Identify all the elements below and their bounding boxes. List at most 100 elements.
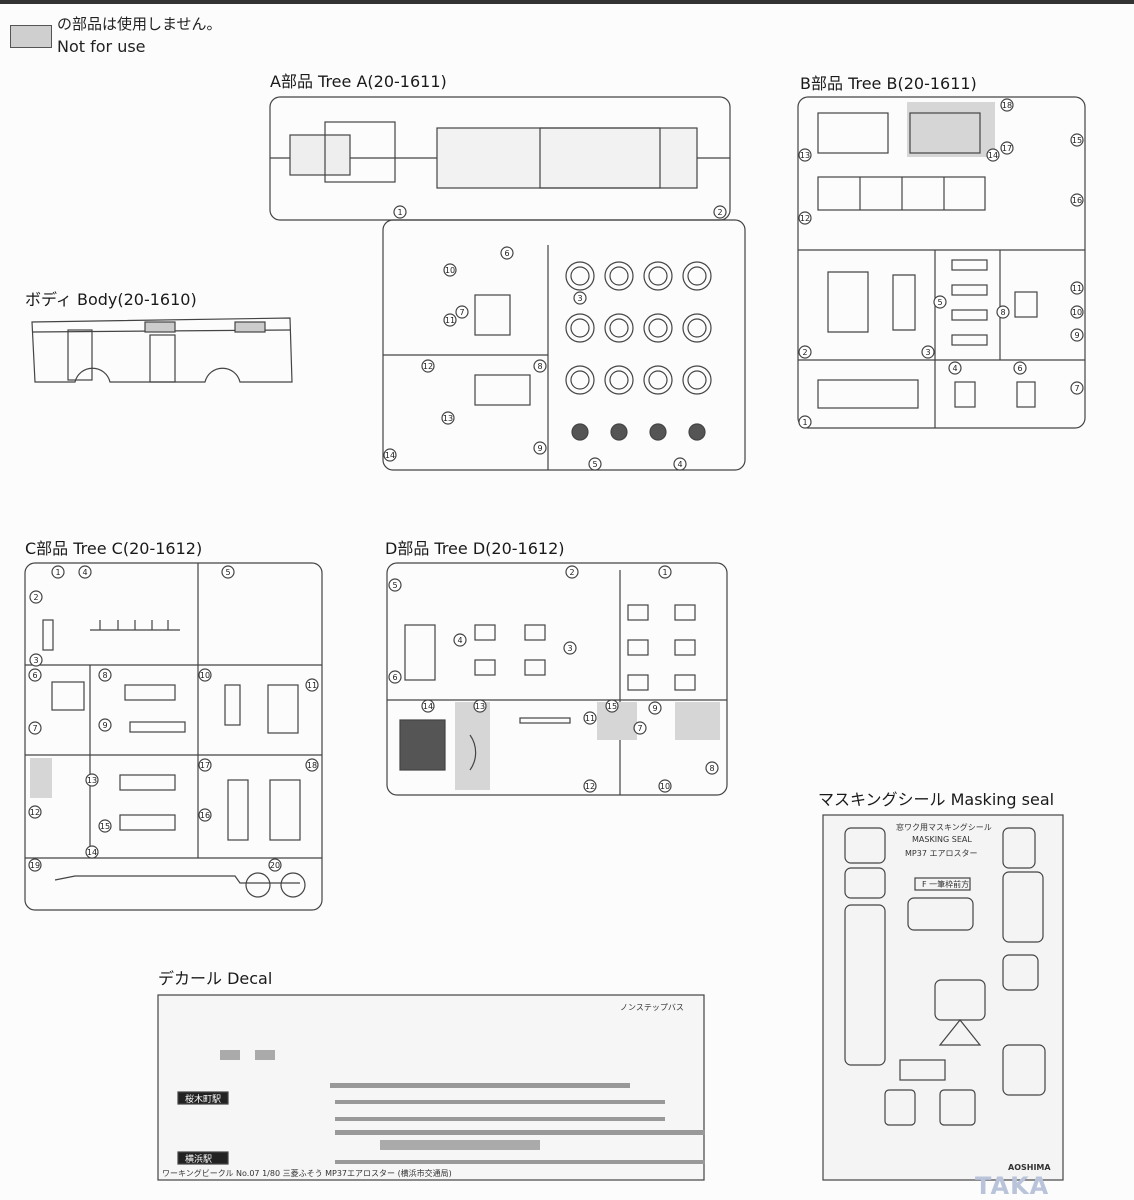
part-number-marker (1070, 381, 1084, 395)
tree-d-part (474, 659, 496, 676)
wheel-rim (609, 266, 629, 286)
part-number-marker (85, 773, 99, 787)
part-number-marker (28, 805, 42, 819)
part-number-marker (268, 858, 282, 872)
part-number-marker (673, 457, 687, 471)
wheel-part (643, 313, 673, 343)
part-number: 10 (200, 671, 210, 680)
part-number-marker (98, 668, 112, 682)
part-number-marker (441, 411, 455, 425)
part-number: 12 (585, 782, 595, 791)
part-number: 4 (457, 636, 462, 645)
wheel-part (565, 261, 595, 291)
part-number: 1 (55, 568, 60, 577)
part-number-marker (455, 305, 469, 319)
part-number: 9 (652, 704, 657, 713)
part-number-markers (28, 98, 1084, 872)
part-number-marker (198, 668, 212, 682)
part-number: 9 (102, 721, 107, 730)
decal-footer: ワーキングビークル No.07 1/80 三菱ふそう MP37エアロスター (横… (162, 1168, 452, 1178)
part-number-marker (1000, 141, 1014, 155)
part-number-marker (473, 699, 487, 713)
part-number: 17 (1002, 144, 1012, 153)
part-number-marker (28, 858, 42, 872)
part-number: 3 (925, 348, 930, 357)
part-number-marker (583, 711, 597, 725)
wheel-part (604, 365, 634, 395)
part-number: 8 (1000, 308, 1005, 317)
part-number: 18 (1002, 101, 1012, 110)
part-number-marker (705, 761, 719, 775)
decal-station-1: 桜木町駅 (185, 1093, 221, 1105)
part-number: 11 (1072, 284, 1082, 293)
wheel-part (565, 365, 595, 395)
wheel-part (643, 261, 673, 291)
part-number-marker (1070, 193, 1084, 207)
wheel-rim (687, 266, 707, 286)
decal-station-2: 横浜駅 (185, 1153, 212, 1165)
part-number-marker (98, 819, 112, 833)
part-number: 5 (392, 581, 397, 590)
tree-d-part (524, 659, 546, 676)
part-number: 3 (567, 644, 572, 653)
part-number: 11 (445, 316, 455, 325)
part-number-marker (1070, 328, 1084, 342)
part-number-marker (443, 313, 457, 327)
part-number-marker (573, 291, 587, 305)
tree-d-part (524, 624, 546, 641)
part-number: 2 (569, 568, 574, 577)
part-number-marker (1000, 98, 1014, 112)
part-number: 6 (392, 673, 397, 682)
part-number: 15 (1072, 136, 1082, 145)
part-number: 2 (33, 593, 38, 602)
part-number: 14 (988, 151, 998, 160)
part-number-marker (1013, 361, 1027, 375)
wheel-rim (687, 370, 707, 390)
tree-d-part (674, 604, 696, 621)
part-number-marker (85, 845, 99, 859)
masking-title-text: 窓ワク用マスキングシール (896, 822, 992, 832)
part-number: 2 (802, 348, 807, 357)
part-number: 17 (200, 761, 210, 770)
part-number: 8 (537, 362, 542, 371)
part-number-marker (98, 718, 112, 732)
part-number-marker (633, 721, 647, 735)
part-number-marker (533, 359, 547, 373)
legend-en: Not for use (57, 37, 146, 56)
part-number: 2 (717, 208, 722, 217)
wheel-rim (609, 318, 629, 338)
part-number: 14 (423, 702, 433, 711)
part-number-marker (798, 211, 812, 225)
wheel-rim (648, 318, 668, 338)
top-border (0, 0, 1134, 4)
part-number-marker (198, 758, 212, 772)
part-number-marker (28, 668, 42, 682)
part-number: 16 (200, 811, 210, 820)
part-number-marker (996, 305, 1010, 319)
part-number-marker (986, 148, 1000, 162)
masking-seal-sheet: 窓ワク用マスキングシール MASKING SEAL MP37 エアロスター F … (822, 814, 1064, 1181)
part-number-marker (948, 361, 962, 375)
not-for-use-swatch (10, 25, 52, 48)
tree-c-title: C部品 Tree C(20-1612) (25, 539, 203, 558)
part-number-marker (658, 779, 672, 793)
part-number: 14 (87, 848, 97, 857)
part-number-marker (453, 633, 467, 647)
part-number-marker (305, 758, 319, 772)
part-number-marker (921, 345, 935, 359)
wheel-grid (565, 261, 712, 441)
wheel-rim (570, 370, 590, 390)
part-number: 4 (677, 460, 682, 469)
wheel-rim (687, 318, 707, 338)
aoshima-logo: AOSHIMA (1008, 1163, 1051, 1172)
part-number-marker (563, 641, 577, 655)
part-number-marker (78, 565, 92, 579)
wheel-part (604, 313, 634, 343)
bus-body (31, 317, 293, 383)
part-number-marker (421, 359, 435, 373)
part-number: 16 (1072, 196, 1082, 205)
wheel-part (649, 423, 667, 441)
